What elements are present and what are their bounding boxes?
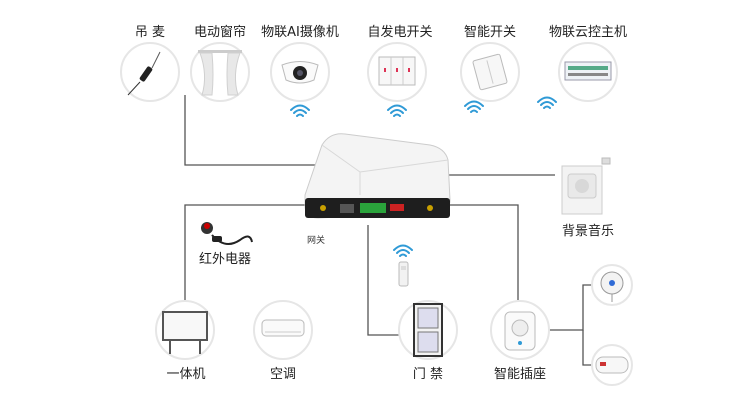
selfpower-switch-icon — [367, 42, 427, 102]
line-gateway-door — [367, 225, 400, 336]
label-door: 门 禁 — [412, 367, 444, 382]
label-curtain: 电动窗帘 — [193, 25, 247, 40]
label-all-in-one: 一体机 — [166, 367, 206, 382]
line-gateway-ir — [184, 204, 305, 330]
door-sensor-icon — [398, 261, 409, 287]
wifi-selfpower-icon — [387, 104, 407, 117]
fan-icon — [591, 264, 633, 306]
label-gateway: 网关 — [306, 236, 326, 246]
wifi-switch-icon — [464, 100, 484, 113]
label-ac: 空调 — [269, 367, 297, 382]
wifi-camera-icon — [290, 104, 310, 117]
label-mic: 吊 麦 — [134, 25, 166, 40]
line-socket-fan — [548, 284, 598, 331]
line-mic-gateway — [184, 95, 315, 166]
wifi-door-icon — [393, 244, 413, 257]
gateway-device-icon — [304, 133, 451, 219]
door-access-icon — [398, 300, 458, 360]
smart-socket-icon — [490, 300, 550, 360]
mic-icon — [120, 42, 180, 102]
label-camera: 物联AI摄像机 — [261, 25, 339, 40]
label-smart-socket: 智能插座 — [493, 367, 547, 382]
water-heater-icon — [591, 344, 633, 386]
ac-icon — [253, 300, 313, 360]
iot-host-icon — [558, 42, 618, 102]
label-selfpower-switch: 自发电开关 — [367, 25, 433, 40]
connection-lines — [184, 95, 598, 366]
ir-device-icon — [201, 222, 253, 245]
speaker-icon — [561, 157, 611, 215]
camera-icon — [270, 42, 330, 102]
label-bg-music: 背景音乐 — [561, 224, 615, 239]
label-iot-host: 物联云控主机 — [548, 25, 628, 40]
wifi-host-icon — [537, 96, 557, 109]
all-in-one-icon — [155, 300, 215, 360]
smart-switch-icon — [460, 42, 520, 102]
line-gateway-socket — [440, 204, 519, 300]
label-ir-device: 红外电器 — [198, 252, 252, 267]
curtain-icon — [190, 42, 250, 102]
label-smart-switch: 智能开关 — [463, 25, 517, 40]
